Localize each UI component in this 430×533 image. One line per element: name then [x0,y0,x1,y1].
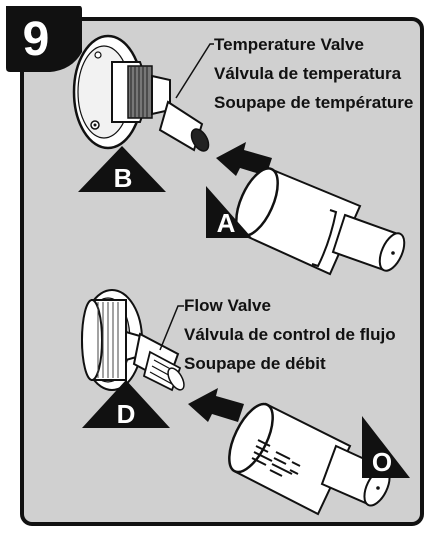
insert-arrow-bottom [188,388,244,422]
cartridge-a-letter: A [217,208,236,238]
cartridge-a [235,166,406,276]
flow-valve-label-en: Flow Valve [184,296,271,315]
cartridge-o-markings [251,439,301,477]
flow-valve-label-fr: Soupape de débit [184,354,326,373]
step-number: 9 [23,13,50,66]
part-b-badge: B [78,146,166,193]
temperature-valve-leader [175,43,214,99]
cartridge-a-badge: A [206,186,252,238]
insert-arrow-top [216,142,272,176]
cartridge-o-badge: O [362,416,410,478]
flow-valve-labels: Flow Valve Válvula de control de flujo S… [184,296,396,373]
step-badge: 9 [6,6,82,72]
cartridge-o-letter: O [372,447,392,477]
temperature-valve-label-fr: Soupape de température [214,93,413,112]
flow-valve-leader [159,305,184,351]
temperature-valve-label-en: Temperature Valve [214,35,364,54]
temperature-valve-label-es: Válvula de temperatura [214,64,402,83]
part-b-letter: B [114,163,133,193]
flow-valve-body [81,289,185,392]
part-d-badge: D [82,380,170,429]
temperature-valve-labels: Temperature Valve Válvula de temperatura… [214,35,413,112]
flow-valve-label-es: Válvula de control de flujo [184,325,396,344]
temperature-valve-body [72,34,210,152]
part-d-letter: D [117,399,136,429]
